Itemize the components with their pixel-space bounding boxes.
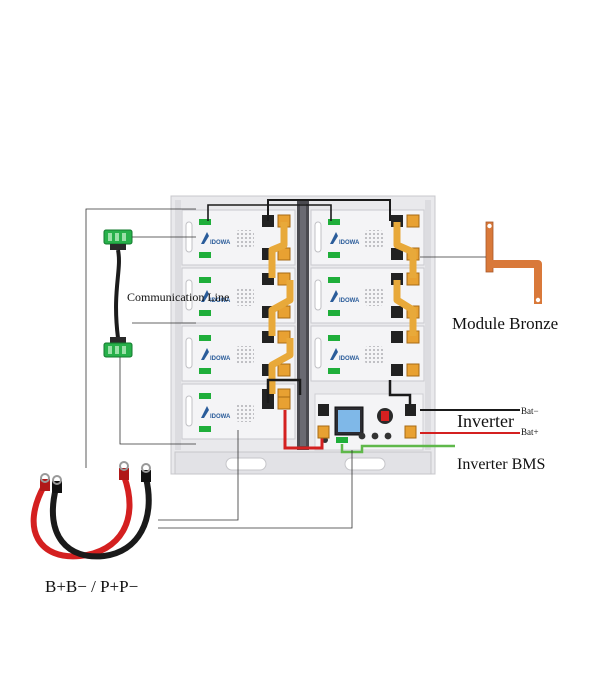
- module-brand: IDOWA: [210, 298, 231, 304]
- module-vent: [236, 346, 254, 364]
- module-vent: [236, 288, 254, 306]
- leader-comm-bottom: [119, 357, 196, 445]
- battery-cables-label: B+B− / P+P−: [45, 577, 139, 596]
- module-brand: IDOWA: [339, 356, 360, 362]
- module-comm-port: [199, 335, 211, 341]
- module-neg-terminal: [391, 364, 403, 376]
- module-comm-port: [328, 368, 340, 374]
- brand-logo-icon: [330, 232, 338, 244]
- module-bronze-icon: [485, 221, 542, 304]
- module-pos-terminal: [406, 214, 420, 228]
- lcd-display-icon: [338, 410, 360, 432]
- busbar-link: [393, 280, 417, 336]
- module-comm-port: [328, 252, 340, 258]
- module-vent: [365, 288, 383, 306]
- module-pos-terminal: [277, 363, 291, 377]
- module-comm-port: [199, 426, 211, 432]
- neg-link-right: [388, 380, 412, 405]
- neg-link: [266, 378, 302, 403]
- module-vent: [236, 230, 254, 248]
- module-pos-terminal: [406, 363, 420, 377]
- brand-logo-icon: [201, 348, 209, 360]
- module-neg-terminal: [391, 306, 403, 318]
- module-comm-port: [199, 368, 211, 374]
- brand-logo-icon: [330, 348, 338, 360]
- inverter-label: Inverter: [457, 411, 514, 431]
- control-panel: [314, 393, 424, 451]
- battery-module: IDOWA: [181, 383, 296, 440]
- leader-comm-outer: [85, 208, 196, 468]
- battery-module: IDOWA: [310, 267, 425, 324]
- busbar-link: [268, 222, 288, 278]
- module-brand: IDOWA: [210, 356, 231, 362]
- panel-pos-terminal-right: [404, 425, 417, 439]
- panel-neg-terminal: [318, 404, 329, 416]
- bat-plus-label: Bat+: [521, 427, 539, 437]
- top-neg-cable: [267, 199, 391, 221]
- battery-module: IDOWA: [181, 325, 296, 382]
- module-pos-terminal: [277, 396, 291, 410]
- communication-line-label: Communication Line: [127, 290, 230, 304]
- module-comm-port: [199, 219, 211, 225]
- inverter-bms-line: [340, 444, 455, 454]
- module-comm-port: [199, 252, 211, 258]
- module-comm-port: [328, 277, 340, 283]
- battery-module: IDOWA: [181, 267, 296, 324]
- leader-cable-a: [158, 430, 239, 521]
- inverter-bms-label: Inverter BMS: [457, 456, 546, 473]
- pos-link: [283, 410, 324, 450]
- brand-logo-icon: [201, 290, 209, 302]
- module-comm-port: [328, 310, 340, 316]
- module-brand: IDOWA: [210, 414, 231, 420]
- panel-pos-terminal: [317, 425, 330, 439]
- brand-logo-icon: [201, 232, 209, 244]
- busbar-link: [393, 222, 417, 278]
- module-neg-terminal: [391, 248, 403, 260]
- battery-module: IDOWA: [181, 209, 296, 266]
- module-vent: [365, 230, 383, 248]
- module-comm-port: [328, 219, 340, 225]
- communication-connector-icon: [103, 229, 133, 358]
- battery-cable-icon: [30, 461, 152, 560]
- panel-bms-port: [336, 437, 348, 443]
- module-comm-port: [199, 277, 211, 283]
- busbar-link: [268, 280, 294, 336]
- module-bronze-label: Module Bronze: [452, 314, 559, 333]
- module-brand: IDOWA: [339, 240, 360, 246]
- panel-neg-terminal-right: [405, 404, 416, 416]
- module-comm-port: [199, 310, 211, 316]
- module-brand: IDOWA: [210, 240, 231, 246]
- top-comm-cable: [207, 204, 332, 221]
- brand-logo-icon: [201, 406, 209, 418]
- module-vent: [236, 404, 254, 422]
- module-vent: [365, 346, 383, 364]
- leader-cable-b: [158, 450, 353, 529]
- module-comm-port: [199, 393, 211, 399]
- battery-module: IDOWA: [310, 325, 425, 382]
- bat-minus-label: Bat−: [521, 406, 539, 416]
- module-brand: IDOWA: [339, 298, 360, 304]
- battery-module: IDOWA: [310, 209, 425, 266]
- brand-logo-icon: [330, 290, 338, 302]
- module-neg-terminal: [391, 331, 403, 343]
- module-comm-port: [328, 335, 340, 341]
